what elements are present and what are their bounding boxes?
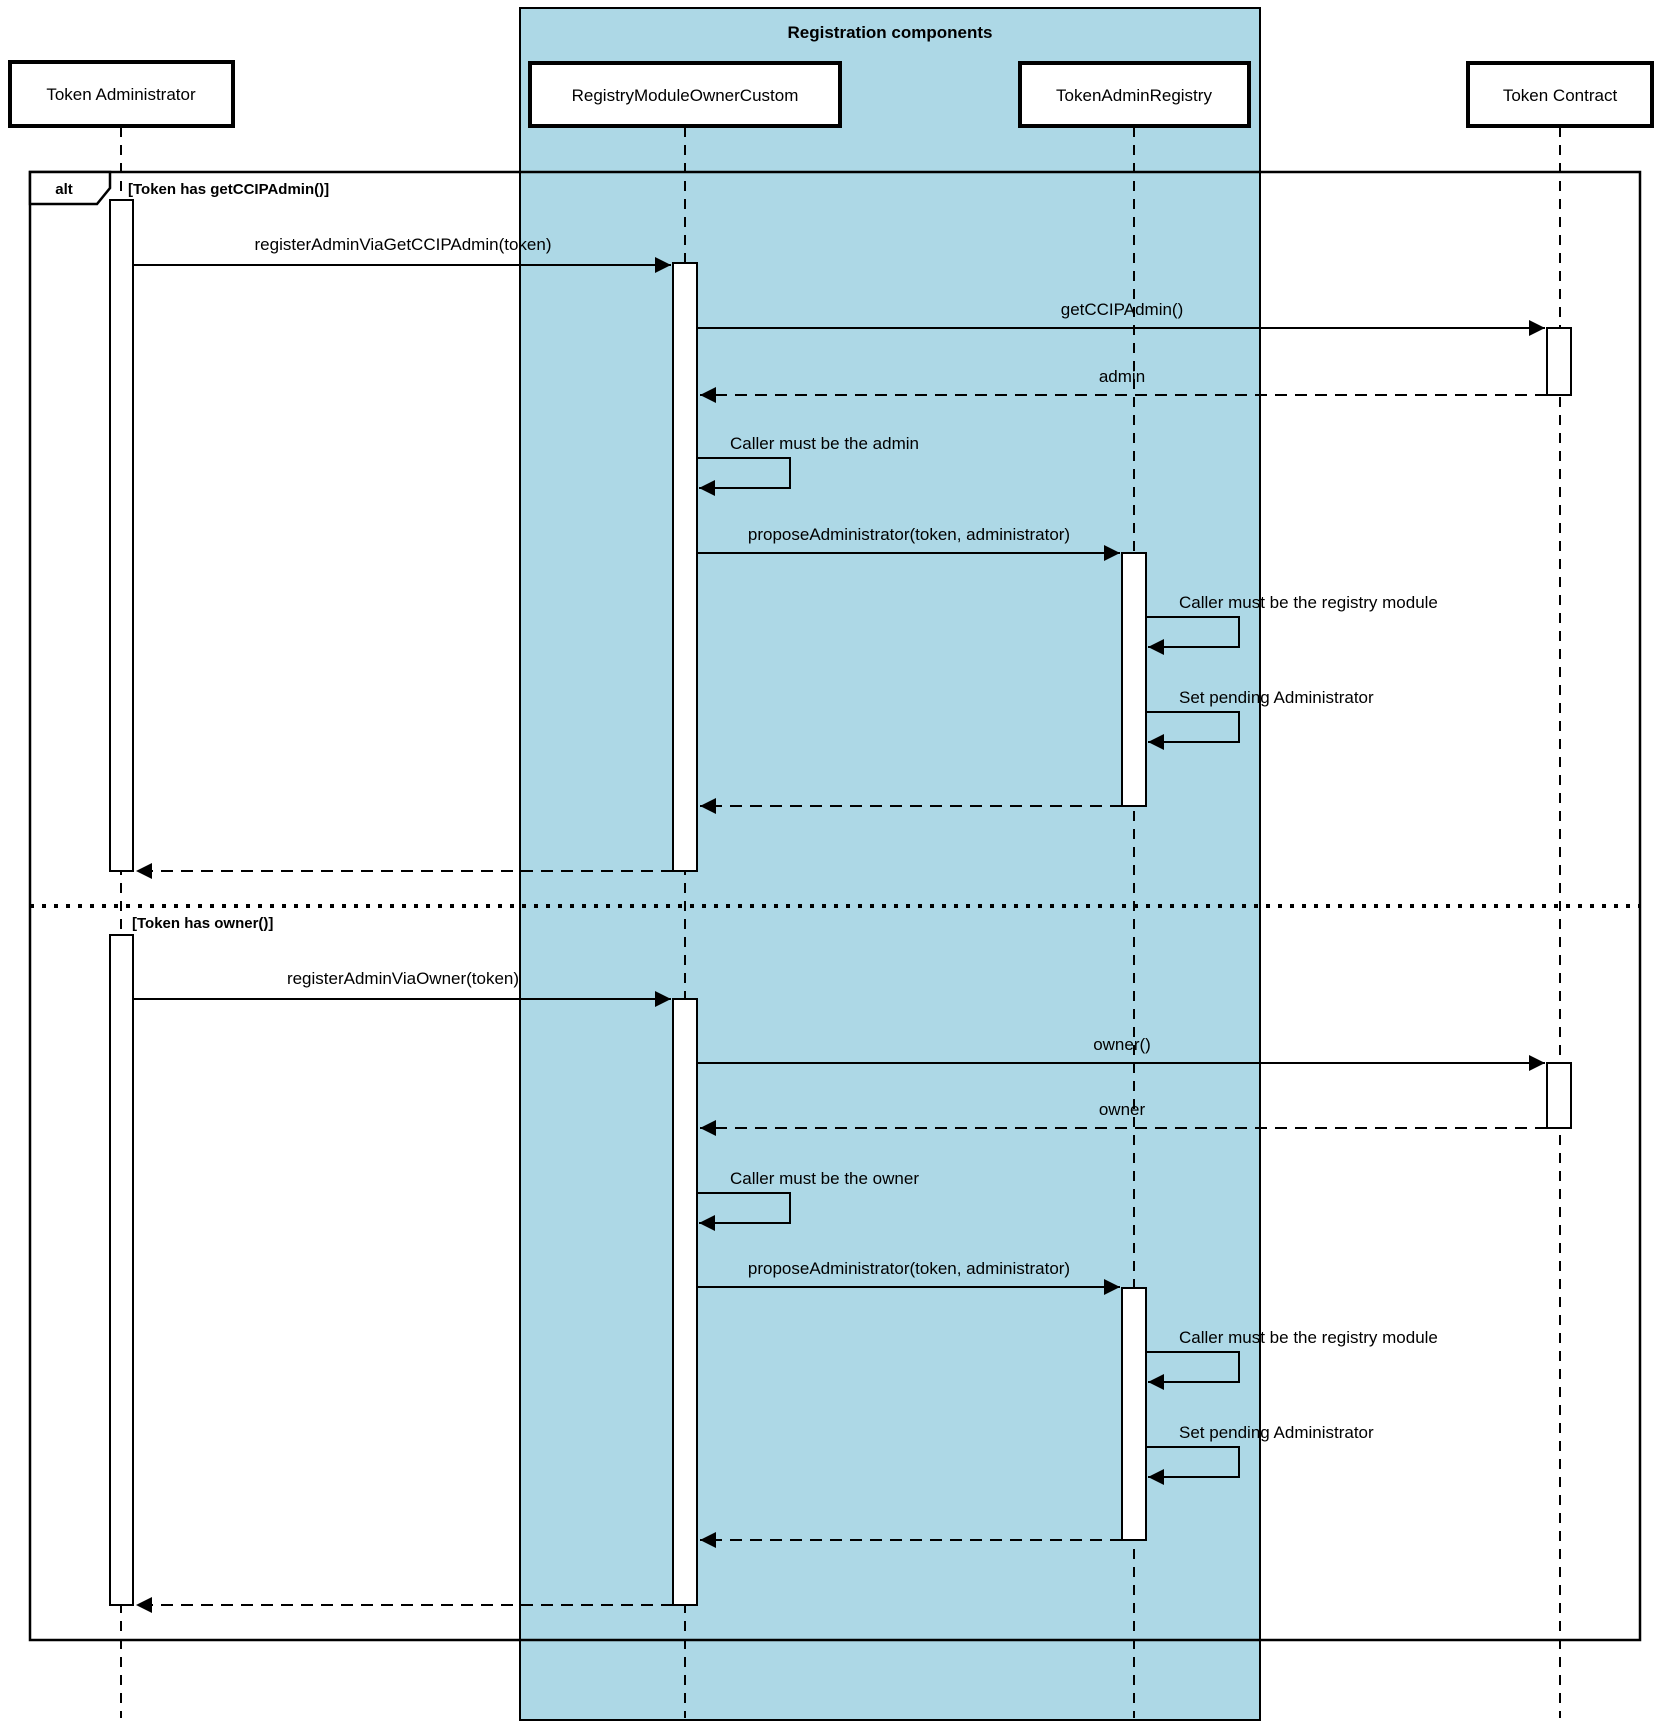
activation-token-contract-1 [1546,327,1572,396]
guard-label-1: [Token has getCCIPAdmin()] [128,181,329,198]
message-label: admin [1099,367,1145,386]
message-label: getCCIPAdmin() [1061,300,1184,319]
activation-token-admin-registry-2 [1121,1287,1147,1541]
message-label: proposeAdministrator(token, administrato… [748,525,1070,544]
message-label: registerAdminViaOwner(token) [287,969,519,988]
participant-label: TokenAdminRegistry [1056,86,1212,105]
self-message-arrow-caller-must-be-registry-module-1 [1146,616,1240,655]
message-label: Set pending Administrator [1179,688,1374,707]
message-label: owner() [1093,1035,1151,1054]
alt-operator-label: alt [55,181,73,198]
activation-token-administrator-1 [109,199,134,872]
activation-token-contract-2 [1546,1062,1572,1129]
participant-token-contract: Token Contract [1466,61,1654,128]
self-message-arrow-set-pending-administrator-1 [1146,711,1240,750]
self-message-arrow-caller-must-be-owner [697,1192,791,1231]
self-message-arrow-caller-must-be-admin [697,457,791,496]
message-label: owner [1099,1100,1146,1119]
participant-box [528,61,842,128]
participant-label: Token Administrator [46,85,196,104]
participant-box [1466,61,1654,128]
participant-token-admin-registry: TokenAdminRegistry [1018,61,1251,128]
self-message-arrow-caller-must-be-registry-module-2 [1146,1351,1240,1390]
participant-registry-module-owner-custom: RegistryModuleOwnerCustom [528,61,842,128]
alt-operator-pentagon [28,170,112,206]
activation-token-administrator-2 [109,934,134,1606]
participant-box [1018,61,1251,128]
message-label: Caller must be the registry module [1179,593,1438,612]
group-title: Registration components [788,23,993,42]
activation-registry-module-1 [672,262,698,872]
message-label: Caller must be the registry module [1179,1328,1438,1347]
message-label: Caller must be the admin [730,434,919,453]
message-label: registerAdminViaGetCCIPAdmin(token) [255,235,552,254]
activation-token-admin-registry-1 [1121,552,1147,807]
participant-box [8,60,235,128]
message-label: proposeAdministrator(token, administrato… [748,1259,1070,1278]
participant-label: Token Contract [1503,86,1618,105]
activation-registry-module-2 [672,998,698,1606]
guard-label-2: [Token has owner()] [132,915,273,932]
message-label: Caller must be the owner [730,1169,919,1188]
self-message-arrow-set-pending-administrator-2 [1146,1446,1240,1485]
participant-label: RegistryModuleOwnerCustom [572,86,799,105]
message-label: Set pending Administrator [1179,1423,1374,1442]
participant-token-administrator: Token Administrator [8,60,235,128]
